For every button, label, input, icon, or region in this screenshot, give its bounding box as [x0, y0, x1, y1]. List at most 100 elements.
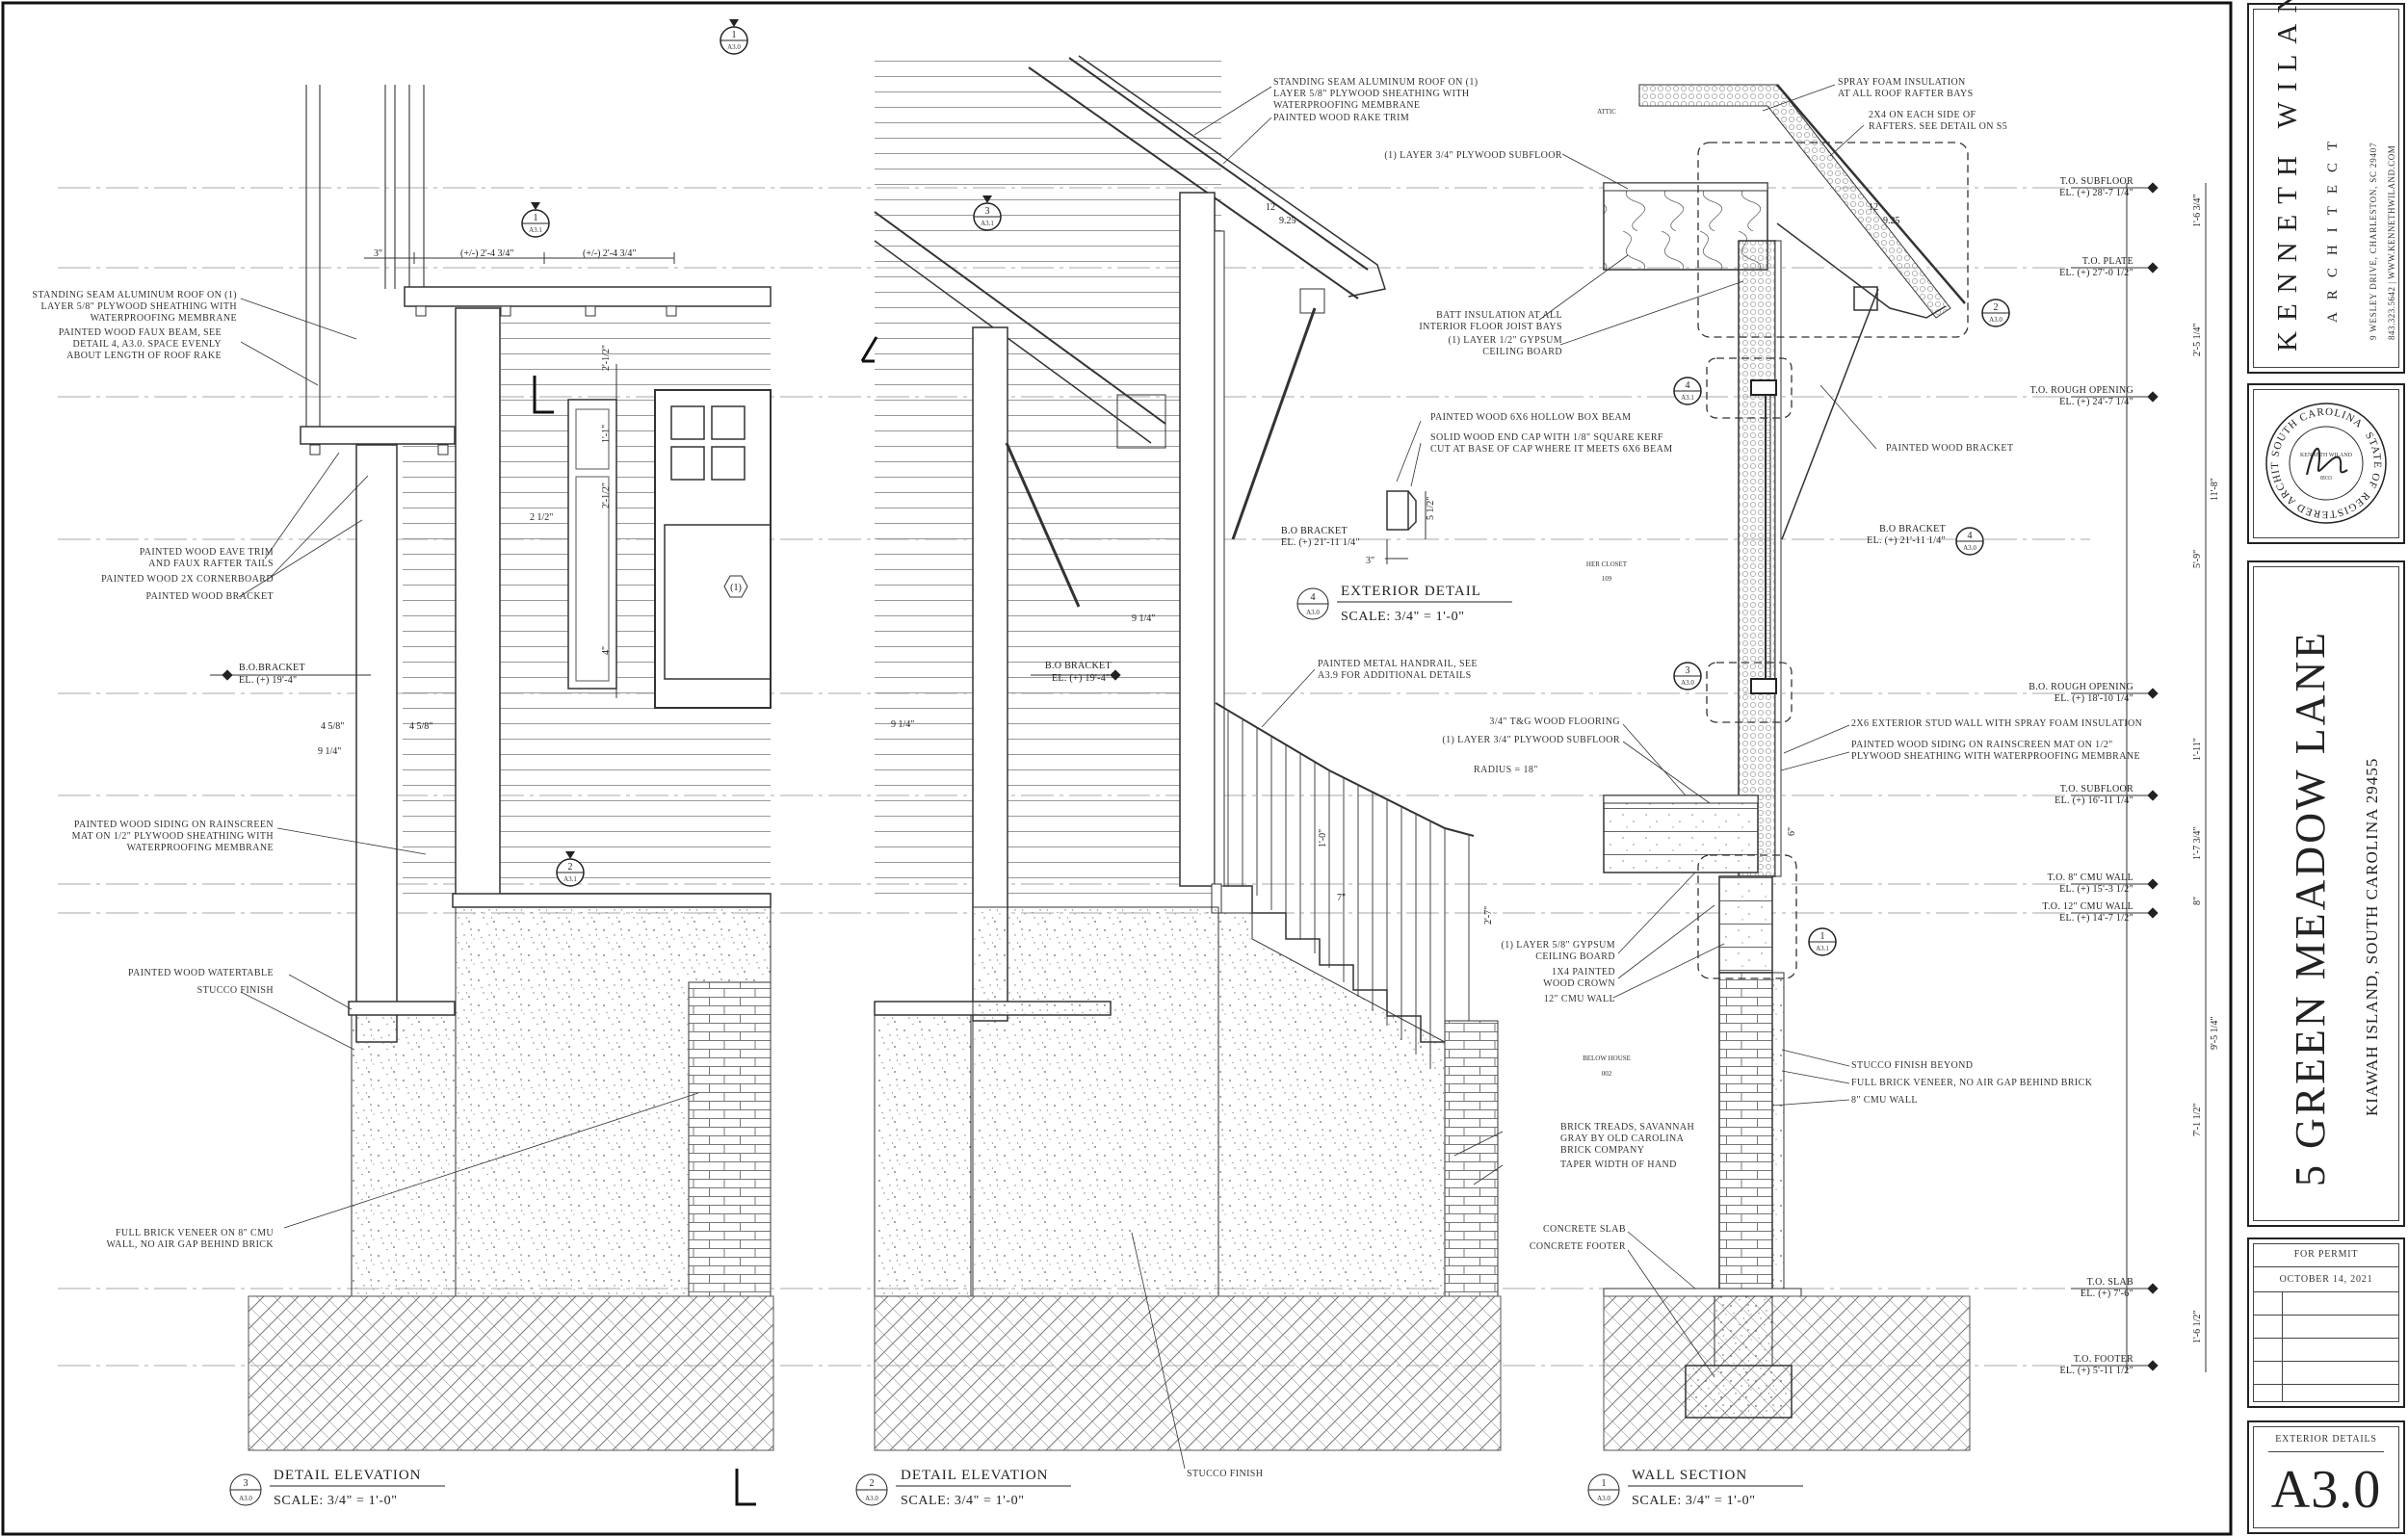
level-label: T.O. PLATE [2082, 256, 2133, 267]
level-elevation: EL. (+) 16'-11 1/4" [2055, 795, 2133, 806]
dim: 9 1/4" [318, 746, 341, 757]
room-tag: 109 [1602, 575, 1612, 583]
detail-title-1: 1 A3.0 WALL SECTION SCALE: 3/4" = 1'-0" [1587, 1468, 1803, 1508]
note: ABOUT LENGTH OF ROOF RAKE [66, 351, 222, 361]
marker-number: 1 [534, 213, 538, 223]
note: WALL, NO AIR GAP BEHIND BRICK [107, 1239, 275, 1250]
marker-sheet: A3.1 [981, 220, 994, 227]
level-label: B.O BRACKET [1045, 661, 1112, 671]
note: STUCCO FINISH [1187, 1469, 1263, 1479]
level-elevation: EL. (+) 21'-11 1/4" [1867, 535, 1946, 546]
room-tag: 002 [1602, 1070, 1612, 1078]
dim: 8" [2192, 897, 2203, 905]
note: PLYWOOD SHEATHING WITH WATERPROOFING MEM… [1851, 751, 2140, 762]
level-label: T.O. 12" CMU WALL [2042, 901, 2133, 912]
detail-number: 3 [244, 1478, 249, 1489]
sheet-number: A3.0 [2270, 1460, 2382, 1520]
dim: 2'-1/2" [601, 345, 612, 371]
level-elevation: EL. (+) 5'-11 1/2" [2059, 1366, 2133, 1376]
level-label: B.O.BRACKET [239, 663, 305, 673]
note: 1X4 PAINTED [1552, 967, 1615, 977]
detail-sheet: A3.0 [865, 1495, 878, 1502]
dim: (+/-) 2'-4 3/4" [583, 248, 636, 259]
level-marker [2147, 182, 2159, 194]
level-elevation: EL. (+) 24'-7 1/4" [2059, 397, 2133, 407]
note: PAINTED WOOD BRACKET [1886, 443, 2013, 454]
firm-role: ARCHITECT [2325, 128, 2341, 323]
detail-number: 2 [870, 1478, 875, 1489]
detail-title: DETAIL ELEVATION [274, 1468, 422, 1483]
firm-address: 9 WESLEY DRIVE, CHARLESTON, SC 29407 [2369, 142, 2378, 340]
dim: 9 1/4" [891, 719, 914, 730]
level-label: B.O BRACKET [1281, 526, 1348, 536]
marker-number: 1 [732, 30, 737, 40]
note: (1) LAYER 1/2" GYPSUM [1448, 335, 1562, 346]
dim: 9.25 [1883, 216, 1900, 226]
level-label: B.O BRACKET [1879, 524, 1946, 534]
note: 2X4 ON EACH SIDE OF [1869, 110, 1976, 120]
dim: 7" [1337, 893, 1346, 903]
seal-text-left: STATE OF [2363, 430, 2382, 491]
room-tag: HER CLOSET [1586, 560, 1628, 568]
section-markers: 1A3.0 1A3.1 2A3.1 3A3.1 2A3.0 4A3.1 4A3.… [521, 19, 2010, 956]
detail-title-2: 2 A3.0 DETAIL ELEVATION SCALE: 3/4" = 1'… [855, 1468, 1071, 1508]
detail-scale: SCALE: 3/4" = 1'-0" [1632, 1494, 1756, 1508]
detail-number: 4 [1311, 592, 1316, 603]
detail-title: WALL SECTION [1632, 1468, 1747, 1483]
dim: 1'-7 3/4" [2192, 827, 2203, 861]
detail-title-3: 3 A3.0 DETAIL ELEVATION SCALE: 3/4" = 1'… [229, 1468, 445, 1508]
note: CONCRETE FOOTER [1530, 1241, 1626, 1252]
note: 2X6 EXTERIOR STUD WALL WITH SPRAY FOAM I… [1851, 718, 2142, 729]
note: LAYER 5/8" PLYWOOD SHEATHING WITH [41, 301, 238, 312]
marker-sheet: A3.0 [1963, 544, 1976, 552]
detail-2-elevation [860, 55, 1504, 1470]
dim: 5 1/2" [1426, 497, 1436, 520]
note: RADIUS = 18" [1474, 765, 1538, 775]
note: STANDING SEAM ALUMINUM ROOF ON (1) [1273, 77, 1479, 88]
detail-4-bracket [1385, 420, 1426, 564]
note: 3/4" T&G WOOD FLOORING [1489, 716, 1620, 727]
detail-sheet: A3.0 [239, 1495, 252, 1502]
note: DETAIL 4, A3.0. SPACE EVENLY [73, 339, 222, 350]
note: AT ALL ROOF RAFTER BAYS [1838, 89, 1974, 99]
level-label: B.O. ROUGH OPENING [2028, 682, 2133, 692]
dim: 12 [1869, 202, 1878, 213]
level-elevation: EL. (+) 28'-7 1/4" [2059, 188, 2133, 198]
note: (1) LAYER 3/4" PLYWOOD SUBFLOOR [1442, 735, 1620, 745]
dim: 4 5/8" [409, 721, 432, 732]
sheet-border [1, 1, 2233, 1536]
note: PAINTED WOOD WATERTABLE [128, 968, 274, 978]
note: RAFTERS. SEE DETAIL ON S5 [1869, 121, 2007, 132]
status-block: FOR PERMIT OCTOBER 14, 2021 [2247, 1237, 2405, 1408]
dim: 4 5/8" [321, 721, 344, 732]
detail-scale: SCALE: 3/4" = 1'-0" [1341, 610, 1465, 624]
note: PAINTED WOOD BRACKET [146, 591, 274, 602]
note: BATT INSULATION AT ALL [1436, 310, 1562, 321]
dim: 1'-6 3/4" [2192, 195, 2203, 228]
level-label: T.O. SLAB [2087, 1277, 2133, 1288]
room-tag: BELOW HOUSE [1583, 1055, 1631, 1062]
level-elevation: EL. (+) 7'-6" [2081, 1289, 2133, 1299]
marker-sheet: A3.0 [1989, 316, 2002, 324]
dim: 3" [374, 248, 382, 259]
dim: 1'-11" [2192, 738, 2203, 761]
level-marker [2147, 391, 2159, 403]
dim: 2'-1/2" [601, 482, 612, 508]
dim: 2'-7" [1483, 906, 1494, 925]
level-label: T.O. SUBFLOOR [2060, 176, 2133, 187]
sheet-number-block: EXTERIOR DETAILS A3.0 [2247, 1420, 2405, 1534]
svg-text:SOUTH CAROLINA: SOUTH CAROLINA [2269, 406, 2365, 457]
dim: 2'-5 1/4" [2192, 324, 2203, 357]
firm-name: KENNETH WILAND [2272, 0, 2303, 352]
detail-number: 1 [1602, 1478, 1607, 1489]
marker-number: 1 [1820, 931, 1825, 942]
dim: 5'-9" [2192, 550, 2203, 568]
level-elevation: EL. (+) 18'-10 1/4" [2055, 693, 2133, 704]
marker-number: 3 [1686, 665, 1690, 676]
note: SPRAY FOAM INSULATION [1838, 77, 1966, 88]
note: PAINTED WOOD FAUX BEAM, SEE [59, 327, 222, 338]
detail-sheet: A3.0 [1306, 609, 1320, 616]
dim: 4" [601, 646, 612, 655]
note: GRAY BY OLD CAROLINA [1560, 1133, 1685, 1144]
